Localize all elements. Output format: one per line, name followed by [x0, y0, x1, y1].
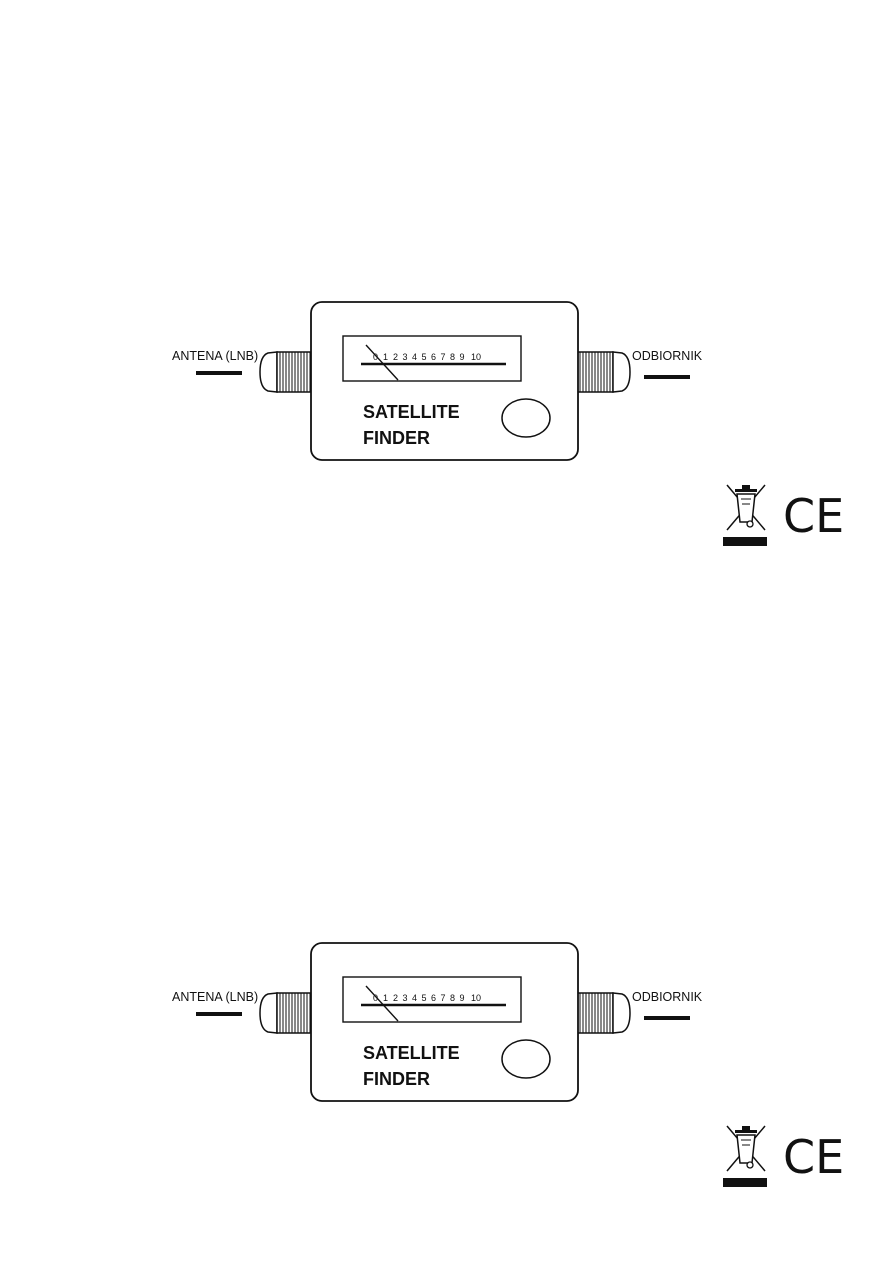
input-connector — [259, 992, 314, 1034]
scale-tick-3: 3 — [403, 993, 408, 1003]
scale-tick-0: 0 — [373, 352, 378, 362]
scale-tick-4: 4 — [412, 993, 417, 1003]
meter-needle — [365, 344, 399, 381]
satellite-finder-diagram: ANTENA (LNB) — [172, 942, 844, 1187]
device-title-line1: SATELLITE — [363, 1043, 460, 1063]
weee-bin-icon — [723, 1125, 767, 1187]
satellite-finder-diagram: ANTENA (LNB) — [172, 301, 844, 546]
scale-tick-8: 8 — [450, 352, 455, 362]
meter-scale: 0 1 2 3 4 5 6 7 8 9 10 — [373, 352, 481, 362]
output-label: ODBIORNIK — [632, 990, 703, 1004]
scale-tick-7: 7 — [441, 993, 446, 1003]
ce-mark-icon: CE — [783, 489, 844, 543]
input-label-underline — [196, 371, 242, 375]
scale-tick-1: 1 — [383, 352, 388, 362]
scale-tick-6: 6 — [431, 993, 436, 1003]
device-title-line2: FINDER — [363, 1069, 430, 1089]
scale-tick-7: 7 — [441, 352, 446, 362]
scale-tick-2: 2 — [393, 352, 398, 362]
device-title-line2: FINDER — [363, 428, 430, 448]
diagram-panel-2: ANTENA (LNB) — [0, 931, 893, 1261]
scale-tick-9: 9 — [460, 993, 465, 1003]
scale-tick-0: 0 — [373, 993, 378, 1003]
input-label-underline — [196, 1012, 242, 1016]
meter-scale: 0 1 2 3 4 5 6 7 8 9 10 — [373, 993, 481, 1003]
scale-tick-5: 5 — [422, 352, 427, 362]
ce-mark-icon: CE — [783, 1130, 844, 1184]
input-label: ANTENA (LNB) — [172, 990, 258, 1004]
scale-tick-2: 2 — [393, 993, 398, 1003]
scale-tick-1: 1 — [383, 993, 388, 1003]
scale-tick-10: 10 — [471, 352, 481, 362]
signal-meter-window — [342, 976, 522, 1023]
weee-bin-icon — [723, 484, 767, 546]
scale-tick-3: 3 — [403, 352, 408, 362]
input-connector — [259, 351, 314, 393]
scale-tick-6: 6 — [431, 352, 436, 362]
diagram-panel-1: ANTENA (LNB) — [0, 290, 893, 620]
output-label-underline — [644, 375, 690, 379]
output-label: ODBIORNIK — [632, 349, 703, 363]
output-connector — [576, 351, 631, 393]
scale-tick-9: 9 — [460, 352, 465, 362]
signal-meter-window — [342, 335, 522, 382]
meter-needle — [365, 985, 399, 1022]
gain-knob — [501, 1039, 551, 1079]
scale-tick-10: 10 — [471, 993, 481, 1003]
gain-knob — [501, 398, 551, 438]
input-label: ANTENA (LNB) — [172, 349, 258, 363]
scale-tick-8: 8 — [450, 993, 455, 1003]
device-title-line1: SATELLITE — [363, 402, 460, 422]
output-connector — [576, 992, 631, 1034]
scale-tick-5: 5 — [422, 993, 427, 1003]
output-label-underline — [644, 1016, 690, 1020]
scale-tick-4: 4 — [412, 352, 417, 362]
